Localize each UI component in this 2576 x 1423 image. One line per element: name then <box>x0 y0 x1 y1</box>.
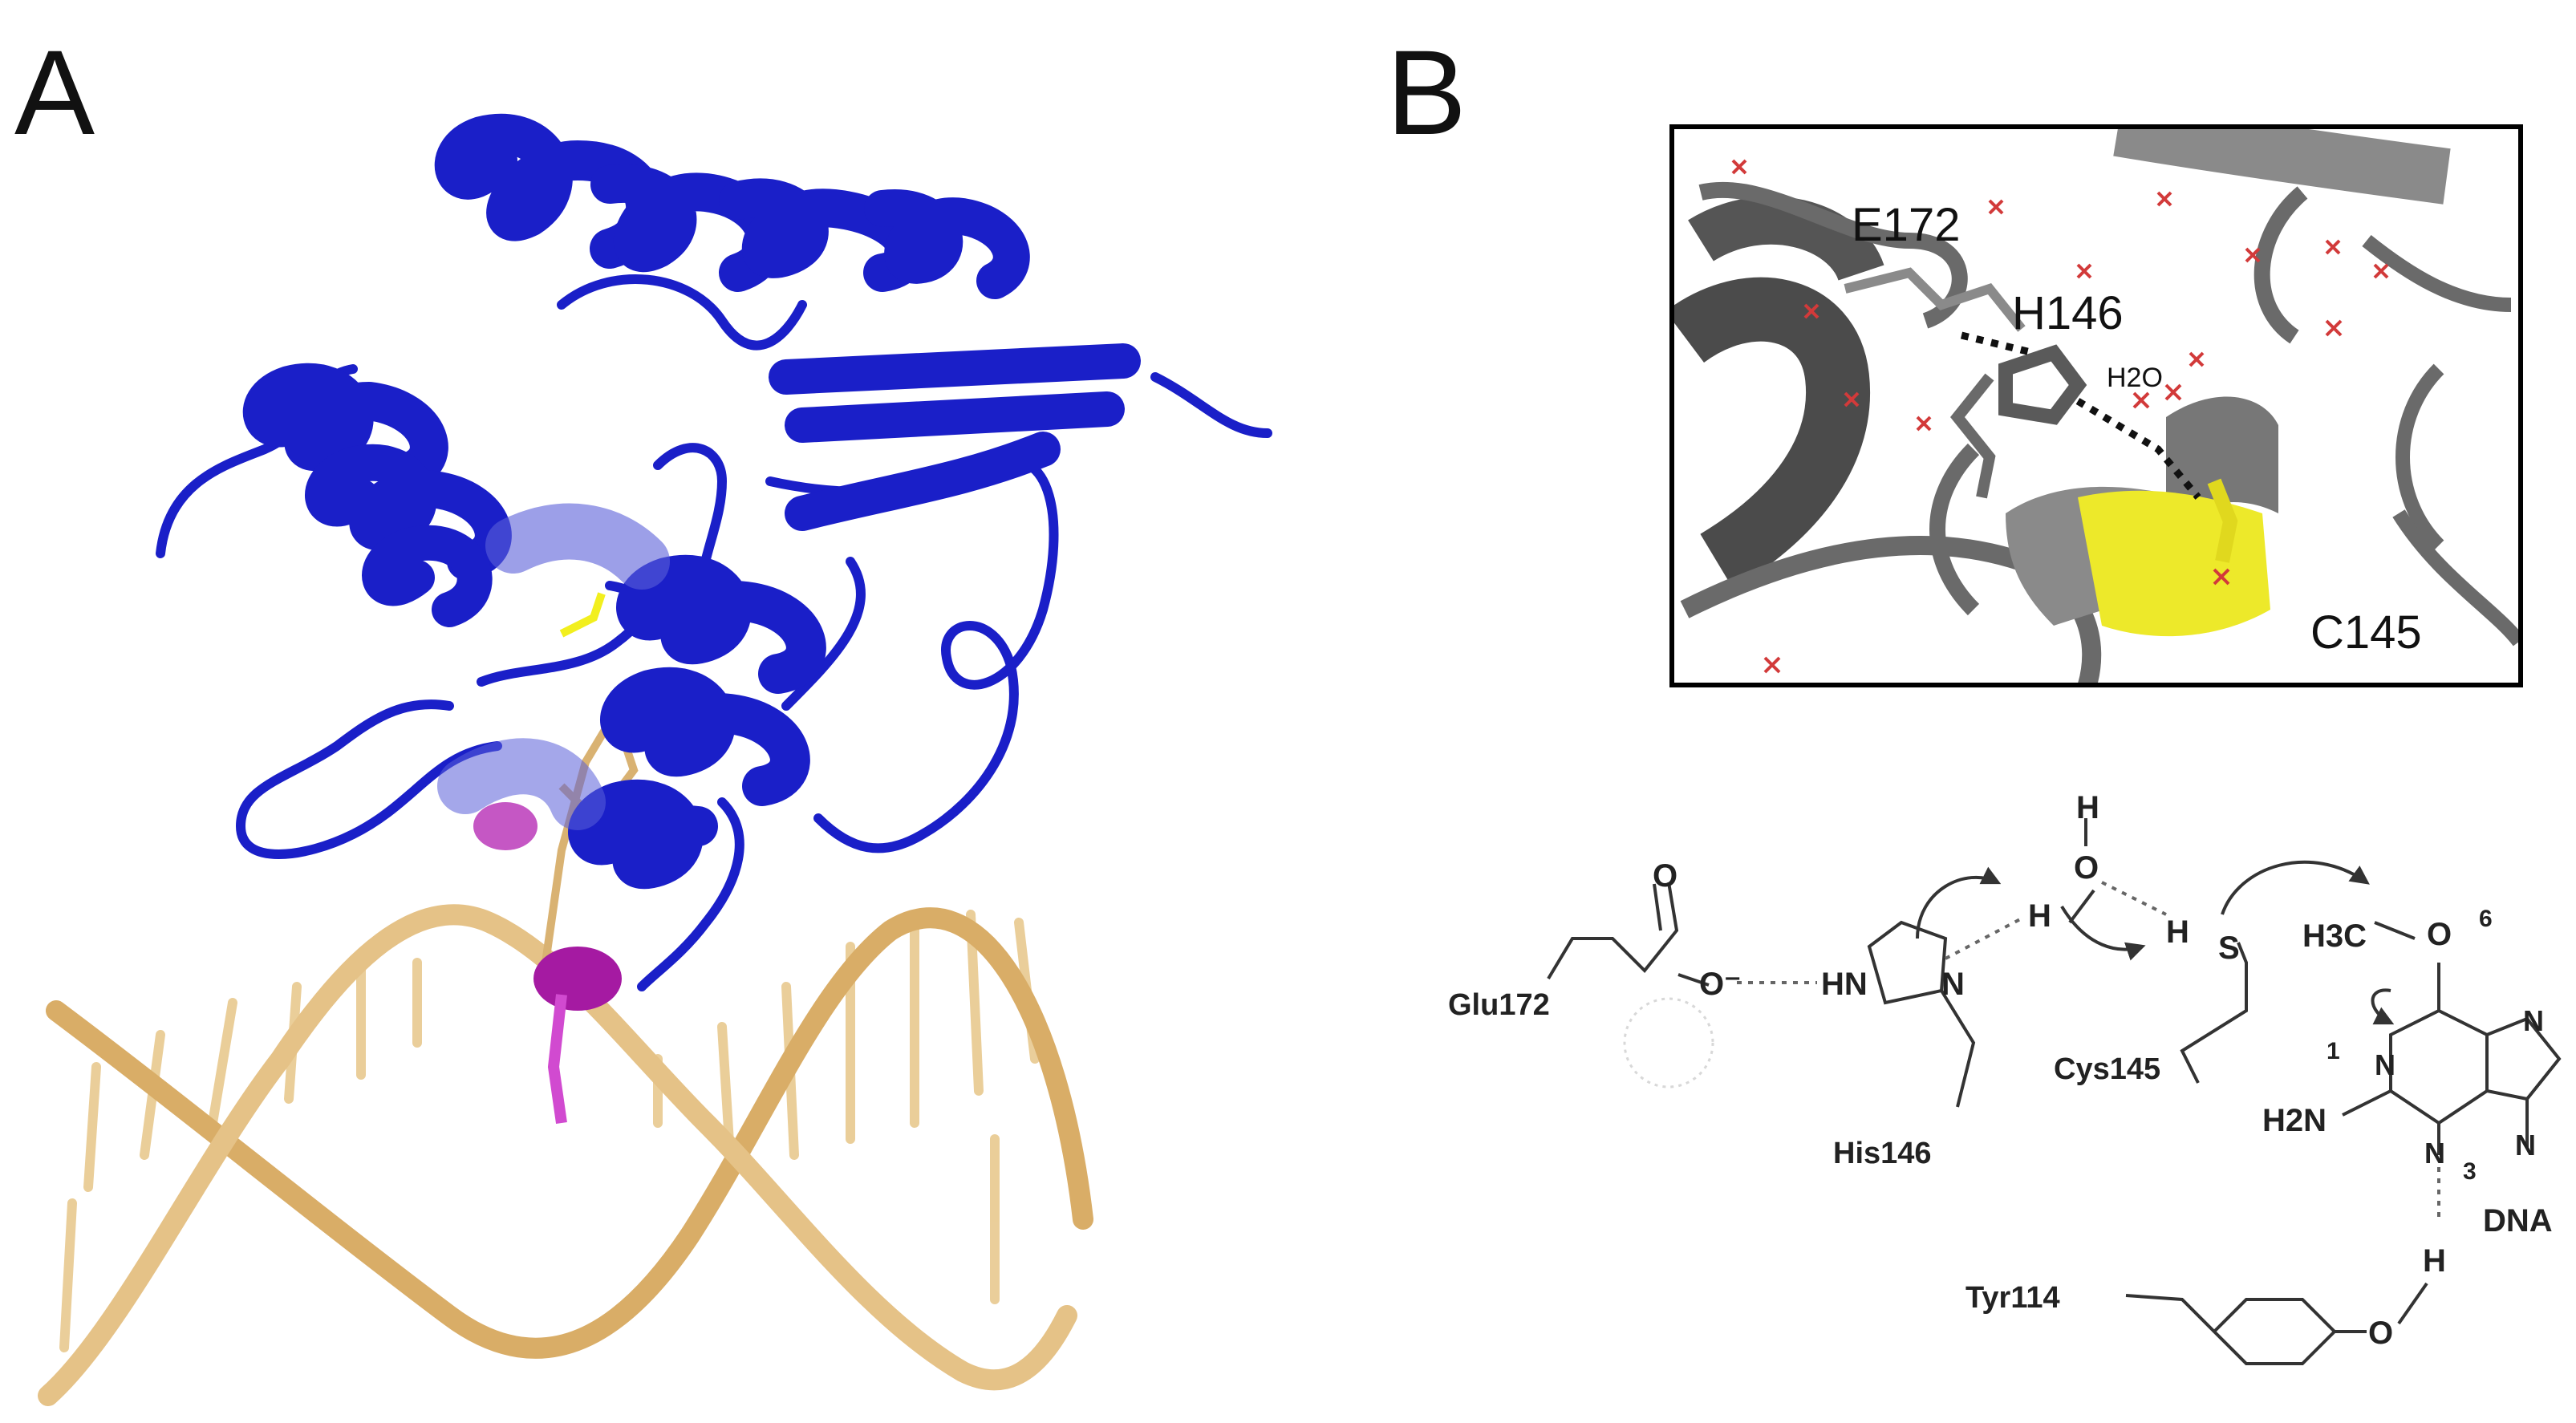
water-h-bottom: H <box>2028 898 2051 934</box>
h2n-group: H2N <box>2262 1103 2327 1138</box>
glu-carbonyl-o: O <box>1653 858 1677 894</box>
mechanism-labels: Glu172 O O⁻ HN N His146 H O H H S Cys145… <box>1448 790 2553 1351</box>
o6-atom: O <box>2427 917 2452 952</box>
dna-helix <box>38 904 1093 1406</box>
water-h-top: H <box>2076 790 2099 825</box>
label-e172: E172 <box>1852 199 1960 251</box>
n1-atom: N <box>2375 1048 2395 1081</box>
panel-b-label: B <box>1386 25 1467 160</box>
label-water: H2O <box>2107 363 2163 393</box>
mechanism-scheme <box>1547 818 2562 1365</box>
pos-6: 6 <box>2479 906 2493 932</box>
panel-a-label: A <box>14 25 95 160</box>
his146-label: His146 <box>1833 1137 1932 1170</box>
tyr-h: H <box>2423 1243 2446 1279</box>
panel-a-structure <box>38 113 1272 1406</box>
water-markers <box>1731 159 2389 674</box>
pos-3: 3 <box>2463 1158 2477 1185</box>
methyl-h3c: H3C <box>2302 918 2367 954</box>
glu-o-minus: O⁻ <box>1699 967 1741 1002</box>
inset-render: E172 H146 H2O C145 <box>1674 129 2518 683</box>
tyr-o: O <box>2368 1316 2393 1351</box>
active-site-inset: E172 H146 H2O C145 <box>1669 124 2523 687</box>
label-c145: C145 <box>2310 606 2422 659</box>
protein-ribbon <box>156 113 1272 991</box>
water-o: O <box>2074 850 2099 886</box>
glu172-label: Glu172 <box>1448 988 1550 1022</box>
cys-s: S <box>2218 930 2240 966</box>
n9-atom: N <box>2515 1129 2536 1162</box>
n3-atom: N <box>2424 1137 2445 1170</box>
label-h146: H146 <box>2012 287 2124 339</box>
tyr114-label: Tyr114 <box>1965 1281 2060 1315</box>
cys-h: H <box>2166 914 2189 950</box>
his-hn: HN <box>1821 967 1868 1002</box>
pos-1: 1 <box>2327 1038 2340 1064</box>
flipped-base <box>473 802 622 1124</box>
cys145-label: Cys145 <box>2054 1052 2160 1086</box>
his-n: N <box>1941 967 1965 1002</box>
n7-atom: N <box>2523 1004 2544 1037</box>
dna-label: DNA <box>2483 1203 2553 1239</box>
cysteine-sidechain <box>559 592 606 638</box>
